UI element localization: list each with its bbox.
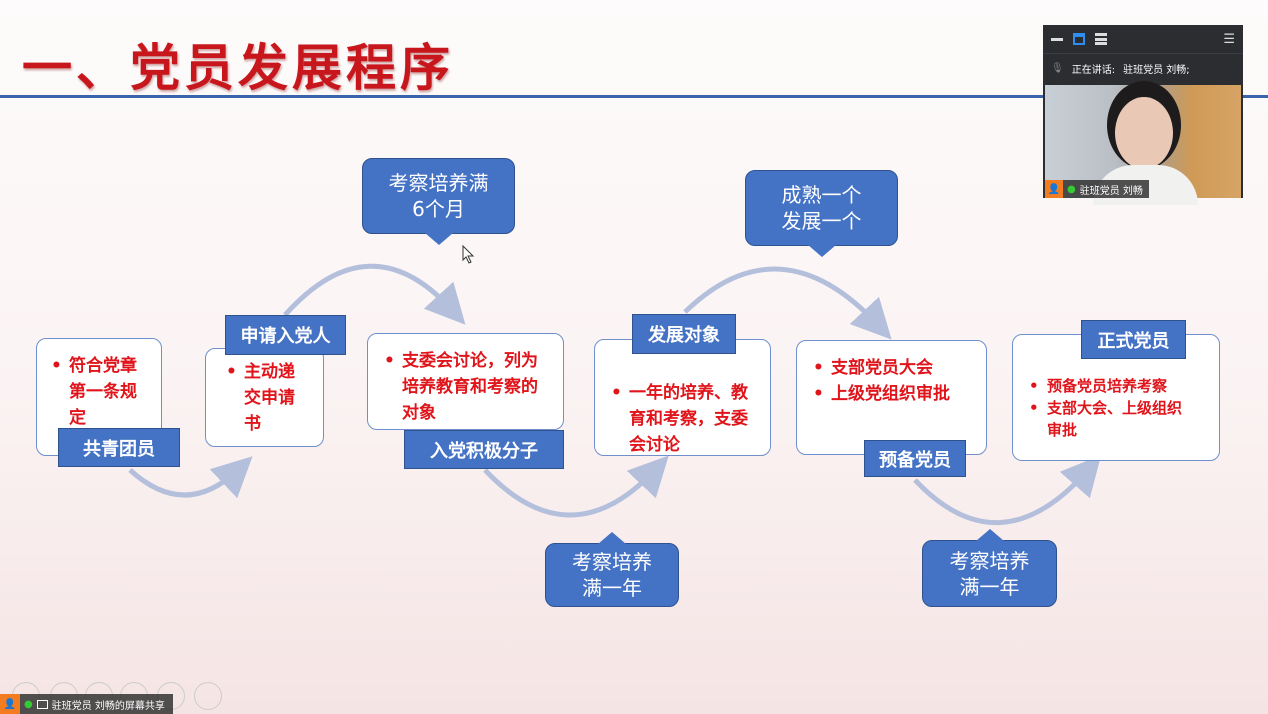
list-layout-icon[interactable] xyxy=(1095,33,1107,45)
stage-item: 符合党章第一条规定 xyxy=(47,353,143,431)
stage-label-6: 正式党员 xyxy=(1081,320,1186,359)
video-participant-name: 驻班党员 刘畅 xyxy=(1079,185,1143,197)
menu-icon[interactable]: ☰ xyxy=(1223,31,1235,47)
mic-icon: ● xyxy=(1067,183,1076,195)
share-status-text: 驻班党员 刘畅的屏幕共享 xyxy=(51,700,165,712)
minimize-icon[interactable] xyxy=(1051,37,1063,41)
stage-label-2: 申请入党人 xyxy=(225,315,346,355)
arrow-5 xyxy=(913,454,1102,525)
callout-mature: 成熟一个发展一个 xyxy=(745,170,898,257)
stage-box-2: 主动递交申请书 xyxy=(205,348,324,447)
user-icon: 👤 xyxy=(0,694,20,714)
stage-item: 支委会讨论，列为培养教育和考察的对象 xyxy=(380,348,540,426)
callout-one-year-2: 考察培养满一年 xyxy=(922,529,1057,607)
participant-video: 👤 ● 驻班党员 刘畅 xyxy=(1045,85,1241,205)
window-icon[interactable] xyxy=(1073,33,1085,45)
stage-box-4: 一年的培养、教育和考察，支委会讨论 xyxy=(594,339,771,456)
stage-item: 一年的培养、教育和考察，支委会讨论 xyxy=(607,380,757,458)
stage-label-5: 预备党员 xyxy=(864,440,966,477)
arrow-2 xyxy=(283,263,466,325)
stage-item: 支部党员大会 xyxy=(809,355,978,381)
callout-one-year-1: 考察培养满一年 xyxy=(545,532,679,607)
arrow-3 xyxy=(483,455,669,518)
screen-share-icon xyxy=(36,699,48,709)
share-status-bar: 👤 ● 驻班党员 刘畅的屏幕共享 xyxy=(0,694,173,714)
mouse-cursor-icon xyxy=(462,245,475,264)
more-button[interactable] xyxy=(194,682,222,710)
stage-item: 预备党员培养考察 xyxy=(1025,375,1211,397)
stage-box-5: 支部党员大会上级党组织审批 xyxy=(796,340,987,455)
slide-title: 一、党员发展程序 xyxy=(22,39,454,97)
user-icon: 👤 xyxy=(1045,180,1063,198)
title-divider xyxy=(0,95,1268,98)
stage-box-3: 支委会讨论，列为培养教育和考察的对象 xyxy=(367,333,564,430)
stage-label-3: 入党积极分子 xyxy=(404,430,564,469)
video-panel: ☰ 🎙 正在讲话: 驻班党员 刘畅; 👤 ● 驻班党员 刘畅 xyxy=(1043,25,1243,205)
mic-icon: 🎙 xyxy=(1051,63,1064,74)
mic-icon: ● xyxy=(24,698,33,710)
speaker-name: 驻班党员 刘畅; xyxy=(1123,65,1190,76)
speaking-label: 正在讲话: xyxy=(1071,65,1116,76)
stage-label-4: 发展对象 xyxy=(632,314,736,354)
stage-item: 主动递交申请书 xyxy=(222,359,310,437)
stage-item: 支部大会、上级组织审批 xyxy=(1025,397,1195,441)
stage-item: 上级党组织审批 xyxy=(809,381,959,407)
stage-label-1: 共青团员 xyxy=(58,428,180,467)
arrow-4 xyxy=(683,266,892,340)
arrow-1 xyxy=(128,456,253,499)
